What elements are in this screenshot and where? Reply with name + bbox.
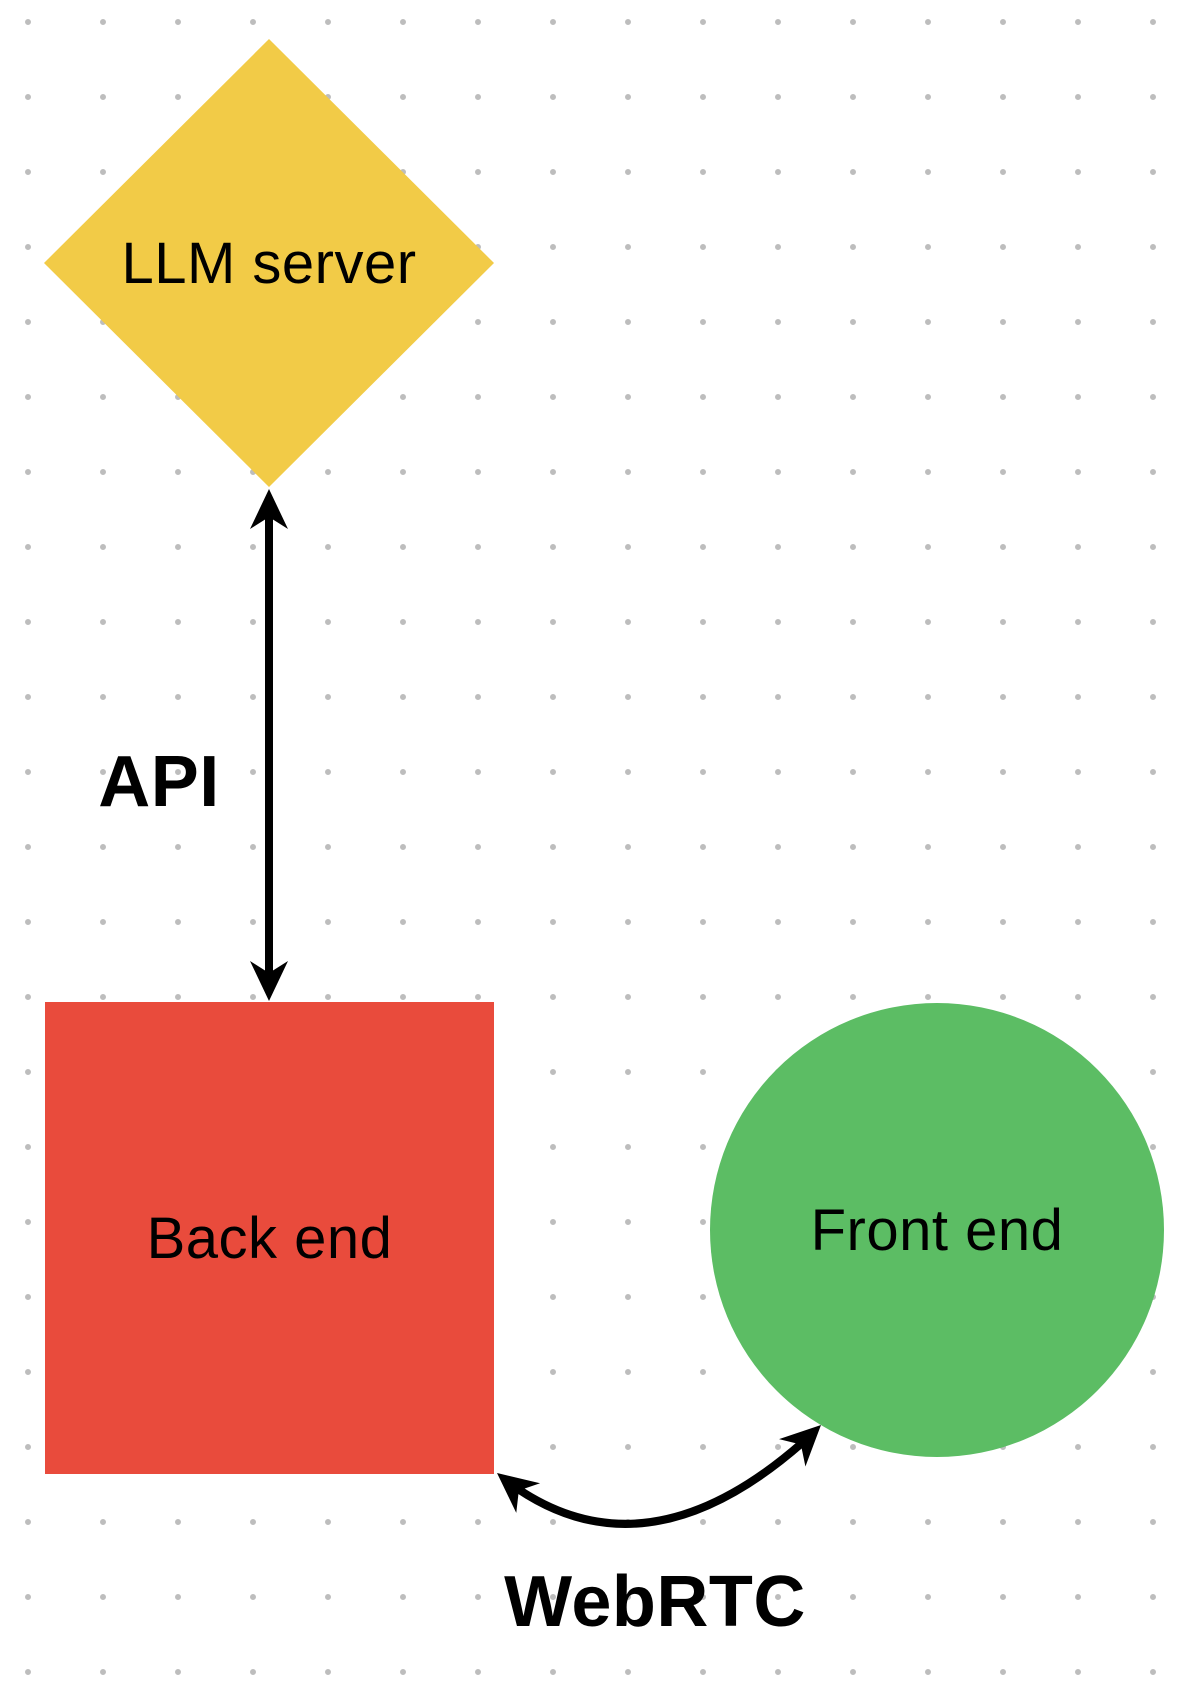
edge-api-label[interactable]: API	[98, 742, 220, 822]
node-front-end-label: Front end	[810, 1197, 1064, 1263]
node-back-end-label: Back end	[146, 1205, 393, 1271]
arrowhead-down-icon	[250, 961, 288, 1001]
arrowhead-up-icon	[250, 489, 288, 529]
edge-webrtc-arrow[interactable]	[485, 1411, 834, 1528]
arrowhead-right-icon	[779, 1425, 821, 1467]
edge-webrtc-shaft	[515, 1439, 805, 1528]
edge-api-arrow[interactable]	[250, 489, 288, 1001]
node-llm-server-label: LLM server	[121, 230, 417, 296]
node-back-end[interactable]: Back end	[45, 1002, 494, 1474]
arrowhead-left-icon	[497, 1473, 541, 1513]
edge-webrtc-label[interactable]: WebRTC	[504, 1562, 806, 1642]
node-front-end[interactable]: Front end	[710, 1003, 1164, 1457]
